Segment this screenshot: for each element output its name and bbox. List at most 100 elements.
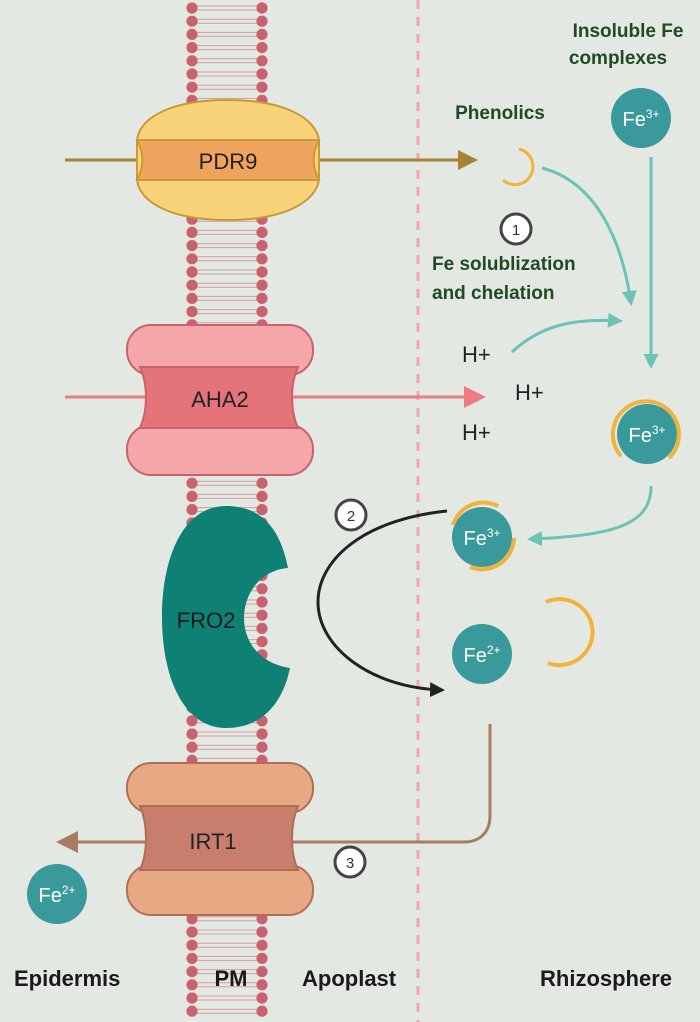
svg-text:Fe2+: Fe2+	[463, 643, 500, 667]
lipid-head	[186, 477, 198, 489]
lipid-head	[256, 596, 268, 608]
lipid-head	[186, 939, 198, 951]
lipid-head	[256, 622, 268, 635]
pdr9-label: PDR9	[199, 149, 258, 174]
lipid-head	[186, 926, 198, 938]
lipid-tail	[197, 1008, 257, 1014]
rhizosphere-label: Rhizosphere	[540, 966, 672, 991]
lipid-head	[256, 609, 268, 621]
fro2-label: FRO2	[177, 608, 236, 633]
step-3-label: 3	[346, 855, 354, 872]
lipid-head	[186, 2, 198, 14]
lipid-head	[186, 490, 198, 502]
released-phenolic-ring	[545, 597, 595, 668]
lipid-head	[256, 68, 268, 80]
svg-text:Fe2+: Fe2+	[38, 883, 75, 907]
lipid-head	[186, 979, 198, 991]
aha2-label: AHA2	[191, 387, 248, 412]
step-1-label: 1	[512, 222, 520, 239]
lipid-tail	[197, 995, 257, 1001]
svg-text:Fe3+: Fe3+	[628, 423, 665, 447]
lipid-head	[186, 741, 198, 753]
lipid-head	[256, 477, 268, 489]
lipid-tail	[197, 757, 257, 763]
lipid-head	[256, 490, 268, 502]
pm-label: PM	[215, 966, 248, 991]
step-2-label: 2	[347, 508, 355, 525]
lipid-head	[256, 55, 268, 67]
irt1-label: IRT1	[189, 829, 236, 854]
lipid-head	[256, 253, 268, 265]
fe3-chelated-base: Fe	[628, 425, 651, 447]
fe2-cytosol-base: Fe	[38, 885, 61, 907]
lipid-head	[256, 728, 268, 740]
lipid-head	[186, 55, 198, 67]
lipid-tail	[197, 269, 257, 275]
lipid-head	[256, 952, 268, 965]
lipid-tail	[197, 31, 257, 37]
lipid-head	[186, 1005, 198, 1017]
lipid-tail	[197, 916, 257, 922]
step-badge-3: 3	[333, 845, 367, 879]
lipid-head	[186, 68, 198, 80]
solubilization-label-line1: Fe solublization	[432, 254, 576, 275]
chelator-ring	[610, 399, 681, 460]
lipid-head	[256, 292, 268, 304]
apoplast-label: Apoplast	[302, 966, 397, 991]
lipid-tail	[197, 942, 257, 948]
fe3-insoluble-ion: Fe3+	[611, 88, 671, 148]
lipid-tail	[197, 243, 257, 249]
lipid-tail	[197, 955, 257, 961]
fe3-chelated-ion: Fe3+	[610, 399, 681, 464]
lipid-head	[256, 979, 268, 991]
lipid-tail	[197, 493, 257, 499]
lipid-head	[256, 306, 268, 318]
lipid-head	[256, 504, 268, 516]
lipid-head	[186, 992, 198, 1004]
lipid-head	[256, 81, 268, 93]
pdr9-arrowhead	[458, 150, 478, 170]
lipid-head	[186, 240, 198, 252]
lipid-tail	[197, 45, 257, 51]
epidermis-label: Epidermis	[14, 966, 120, 991]
fe2-reduced-charge: 2+	[487, 643, 501, 657]
chelator-ring	[451, 500, 516, 572]
fe2-reduced-ion: Fe2+	[452, 624, 512, 684]
lipid-head	[186, 42, 198, 54]
lipid-head	[186, 306, 198, 318]
lipid-tail	[197, 256, 257, 262]
lipid-head	[256, 279, 268, 291]
lipid-head	[186, 28, 198, 40]
lipid-head	[186, 504, 198, 516]
lipid-head	[186, 226, 198, 238]
lipid-head	[256, 42, 268, 54]
h-plus-label: H+	[515, 380, 544, 405]
lipid-head	[186, 266, 198, 278]
reduction-arrow	[316, 509, 448, 698]
h-plus-label: H+	[462, 342, 491, 367]
lipid-head	[256, 240, 268, 252]
lipid-head	[256, 15, 268, 27]
lipid-tail	[197, 58, 257, 64]
proton-arrow	[510, 312, 623, 354]
lipid-tail	[197, 295, 257, 301]
lipid-head	[186, 279, 198, 291]
lipid-head	[186, 15, 198, 27]
lipid-head	[256, 583, 268, 595]
h-plus-label: H+	[462, 420, 491, 445]
lipid-head	[256, 992, 268, 1004]
solubilization-label-line2: and chelation	[432, 283, 554, 304]
lipid-tail	[197, 731, 257, 737]
insoluble-fe-label-line2: complexes	[569, 48, 667, 69]
lipid-head	[256, 266, 268, 278]
insoluble-fe-label-line1: Insoluble Fe	[573, 21, 684, 42]
lipid-head	[256, 1005, 268, 1017]
lipid-head	[186, 728, 198, 740]
lipid-head	[186, 966, 198, 978]
fe2-cytosol-ion: Fe2+	[27, 864, 87, 924]
lipid-tail	[197, 480, 257, 486]
lipid-tail	[197, 309, 257, 315]
aha2-arrowhead	[464, 386, 486, 408]
